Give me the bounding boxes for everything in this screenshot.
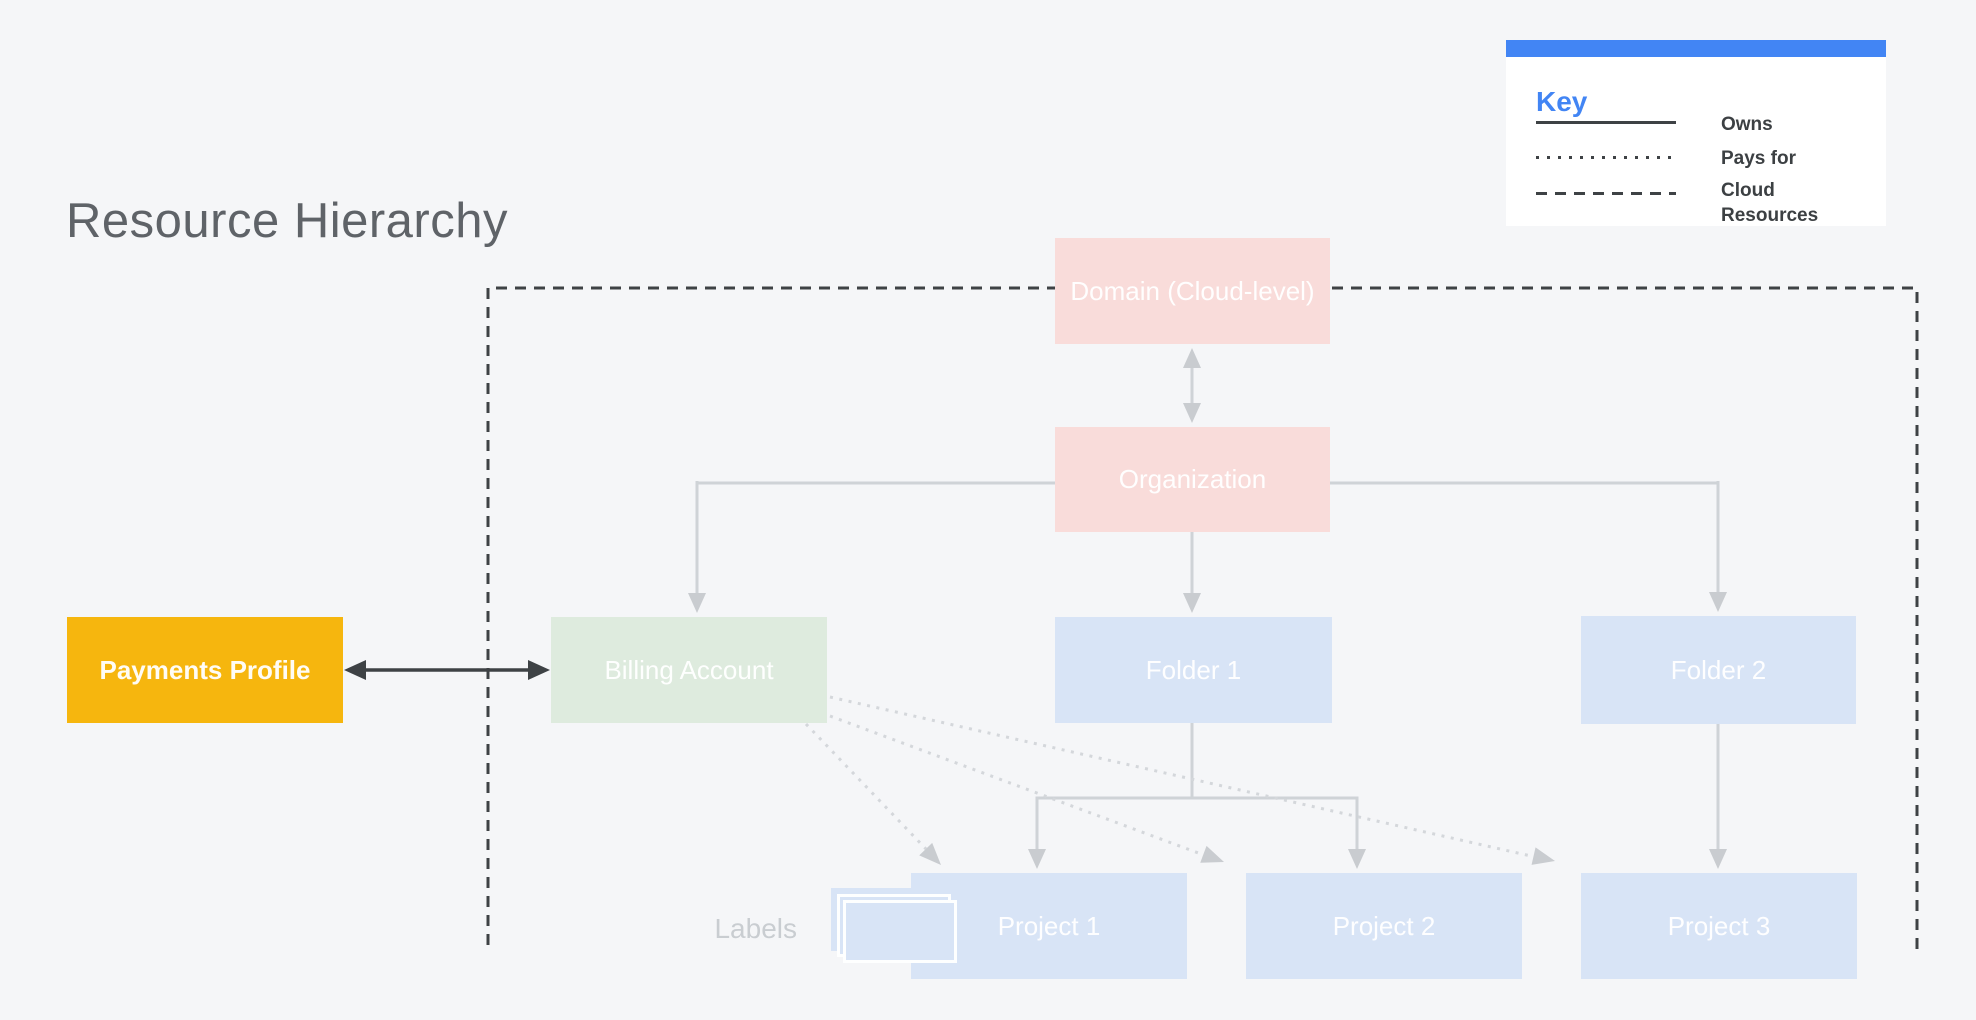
- legend: Key Owns Pays for Cloud Resources: [1506, 40, 1886, 226]
- labels-caption: Labels: [714, 913, 797, 944]
- node-payments-profile: Payments Profile: [67, 617, 343, 723]
- arrowhead-down-project1: [1028, 849, 1046, 869]
- node-payments-profile-label: Payments Profile: [99, 654, 311, 685]
- node-project-2: Project 2: [1246, 873, 1522, 979]
- node-domain: Domain (Cloud-level): [1055, 238, 1330, 344]
- node-billing-account: Billing Account: [551, 617, 827, 723]
- page-title: Resource Hierarchy: [66, 194, 508, 248]
- node-project-2-label: Project 2: [1332, 910, 1436, 941]
- pays-for-line-project1: [804, 722, 928, 851]
- arrowhead-down-folder2: [1709, 592, 1727, 612]
- legend-accent-bar: [1506, 40, 1886, 57]
- arrowhead-down-billing: [688, 593, 706, 613]
- legend-label-pays-for: Pays for: [1721, 148, 1796, 169]
- node-organization-label: Organization: [1118, 464, 1267, 494]
- node-folder-1: Folder 1: [1055, 617, 1332, 723]
- node-organization: Organization: [1055, 427, 1330, 532]
- node-project-1: Project 1: [911, 873, 1187, 979]
- legend-label-owns: Owns: [1721, 114, 1773, 135]
- legend-heading: Key: [1536, 86, 1588, 117]
- arrowhead-left-payments: [344, 660, 366, 680]
- arrowhead-down-organization: [1183, 403, 1201, 423]
- node-folder-2-label: Folder 2: [1670, 654, 1767, 685]
- arrowhead-down-folder1: [1183, 593, 1201, 613]
- labels-stack-icon: [843, 900, 957, 963]
- node-domain-label: Domain (Cloud-level): [1070, 275, 1315, 306]
- legend-line-dashed-icon: [1536, 192, 1676, 195]
- node-project-3-label: Project 3: [1667, 910, 1771, 941]
- pays-for-line-project3: [829, 695, 1532, 858]
- pays-for-line-project2: [829, 714, 1202, 856]
- legend-line-dotted-icon: [1536, 156, 1676, 159]
- pays-for-arrowhead-project1: [919, 842, 941, 865]
- pays-for-arrowhead-project2: [1200, 845, 1224, 863]
- node-project-1-label: Project 1: [997, 910, 1101, 941]
- legend-line-solid-icon: [1536, 121, 1676, 124]
- pays-for-arrowhead-project3: [1531, 847, 1555, 865]
- node-folder-1-label: Folder 1: [1145, 654, 1242, 685]
- arrowhead-down-project2: [1348, 849, 1366, 869]
- arrowhead-up-domain: [1183, 348, 1201, 368]
- node-project-3: Project 3: [1581, 873, 1857, 979]
- node-billing-account-label: Billing Account: [604, 654, 774, 685]
- arrowhead-down-project3: [1709, 849, 1727, 869]
- legend-label-cloud-resources: Cloud Resources: [1721, 180, 1819, 226]
- node-folder-2: Folder 2: [1581, 616, 1856, 724]
- arrowhead-right-billing: [528, 660, 550, 680]
